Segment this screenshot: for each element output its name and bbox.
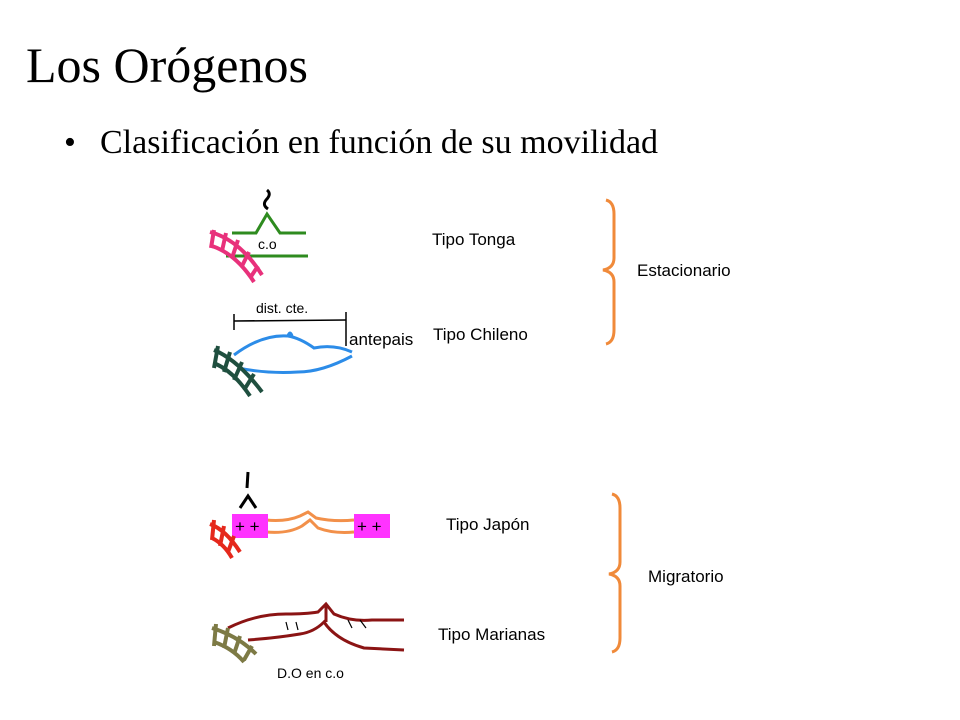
marianas-subducting-slab [211,623,258,664]
slide-title: Los Orógenos [26,37,308,93]
chileno-arc-outline [233,334,353,357]
marianas-sketch [211,601,405,664]
tonga-arc-peak [232,211,306,235]
japon-sketch: + + + + [209,471,390,560]
chileno-subducting-slab [212,345,264,398]
bullet-dot: • [64,124,76,161]
bracket-migratorio [608,492,622,654]
group-migratorio-label: Migratorio [648,567,724,586]
tonga-co-label: c.o [258,236,277,252]
marianas-label: Tipo Marianas [438,625,545,644]
japon-block-right [354,514,390,538]
japon-backarc-lower [265,518,355,534]
bracket-estacionario [602,198,616,346]
japon-subducting-slab [209,519,242,560]
chileno-crust-lower [237,354,353,374]
japon-label: Tipo Japón [446,515,529,534]
japon-backarc-upper [265,510,355,523]
japon-block-right-signs: + + [357,517,382,536]
chileno-antepais-label: antepais [349,330,413,349]
tonga-sketch: c.o [209,188,308,284]
bullet-text: Clasificación en función de su movilidad [100,124,659,161]
japon-volcano-smoke [245,471,250,489]
chileno-sketch: dist. cte. [212,300,353,398]
marianas-crust-lower [247,619,405,652]
chileno-dist-label: dist. cte. [256,300,308,316]
tonga-volcano-smoke [262,188,271,211]
chileno-dist-arrow [233,319,347,322]
marianas-do-label: D.O en c.o [277,665,344,681]
japon-block-left-signs: + + [235,517,260,536]
tonga-subducting-slab [209,229,264,284]
japon-block-left [232,514,268,538]
bullet-item: • Clasificación en función de su movilida… [64,126,658,160]
chileno-label: Tipo Chileno [433,325,528,344]
marianas-crust-upper [227,601,404,630]
group-estacionario-label: Estacionario [637,261,731,280]
tonga-label: Tipo Tonga [432,230,516,249]
